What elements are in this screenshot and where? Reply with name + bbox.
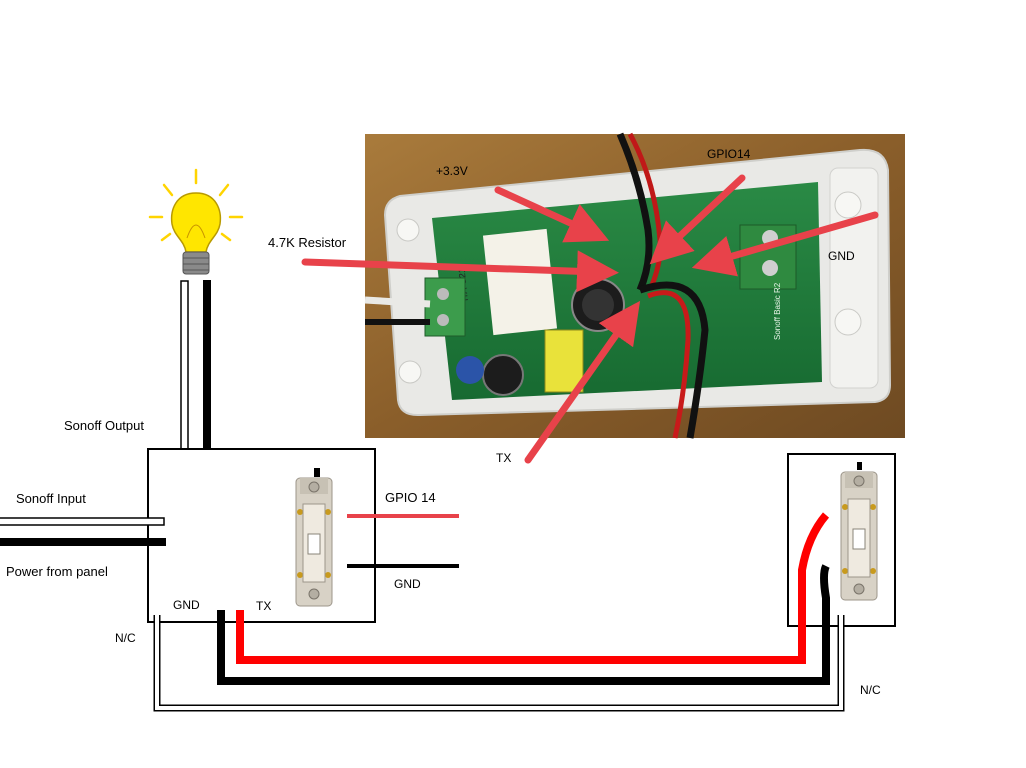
label-sonoff-output: Sonoff Output [64, 418, 144, 433]
light-bulb-icon [148, 168, 244, 275]
label-sonoff-input: Sonoff Input [16, 491, 86, 506]
nc-wire-white [155, 615, 843, 710]
tx-run-red [236, 512, 830, 664]
photo-arrows [301, 174, 879, 464]
input-wire-white [0, 517, 165, 526]
label-gpio-14: GPIO 14 [385, 490, 436, 505]
label-nc-right: N/C [860, 683, 881, 697]
label-gnd-box: GND [173, 598, 200, 612]
label-resistor: 4.7K Resistor [268, 235, 347, 250]
sonoff-switch-box [147, 448, 376, 623]
board-name-text: Sonoff Basic R2 [773, 282, 782, 340]
sonoff-board-photo: ITA-G21 Sonoff Basic R2 [301, 132, 905, 464]
label-gnd-wire: GND [394, 577, 421, 591]
toggle-switch-right [840, 462, 878, 601]
label-gpio14-photo: GPIO14 [707, 147, 751, 161]
label-nc-left: N/C [115, 631, 136, 645]
label-3v3: +3.3V [436, 164, 468, 178]
gnd-run-black [217, 564, 830, 685]
label-gnd-photo: GND [828, 249, 855, 263]
toggle-switch-left [295, 468, 333, 607]
bulb-wire-black [203, 280, 211, 458]
label-power-from-panel: Power from panel [6, 564, 108, 579]
power-wire-black [0, 538, 166, 546]
label-tx-photo: TX [496, 451, 512, 465]
bulb-wire-white [180, 280, 189, 460]
label-tx-box: TX [256, 599, 272, 613]
